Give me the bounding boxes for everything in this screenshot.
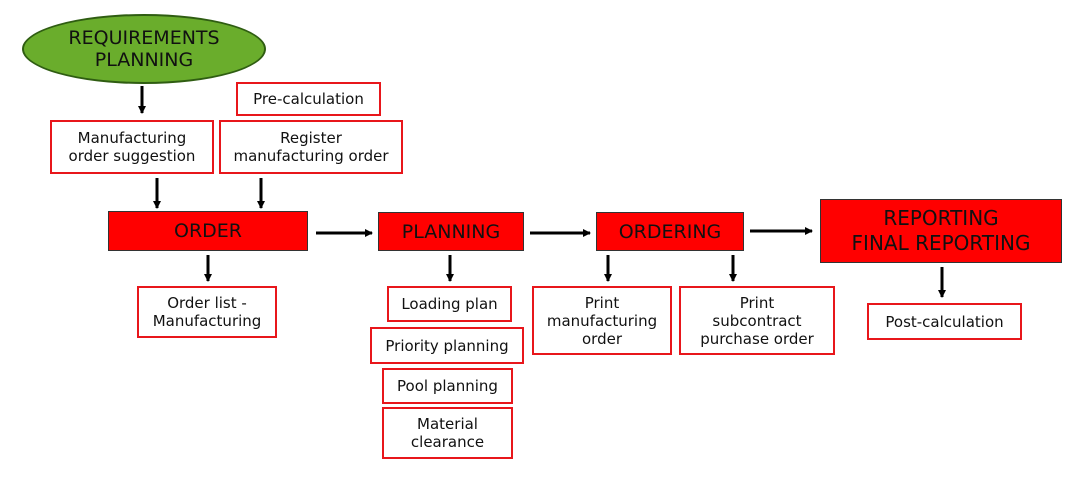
post-calculation-box: Post-calculation [867,303,1022,340]
order-list-manufacturing-box: Order list - Manufacturing [137,286,277,338]
print-subcontract-purchase-order-box: Print subcontract purchase order [679,286,835,355]
manufacturing-order-suggestion-box: Manufacturing order suggestion [50,120,214,174]
order-stage: ORDER [108,211,308,251]
print-manufacturing-order-box: Print manufacturing order [532,286,672,355]
pre-calculation-box: Pre-calculation [236,82,381,116]
pool-planning-box: Pool planning [382,368,513,404]
ordering-stage: ORDERING [596,212,744,251]
requirements-planning-node: REQUIREMENTS PLANNING [22,14,266,84]
planning-stage: PLANNING [378,212,524,251]
register-manufacturing-order-box: Register manufacturing order [219,120,403,174]
loading-plan-box: Loading plan [387,286,512,322]
reporting-stage: REPORTING FINAL REPORTING [820,199,1062,263]
material-clearance-box: Material clearance [382,407,513,459]
priority-planning-box: Priority planning [370,327,524,364]
